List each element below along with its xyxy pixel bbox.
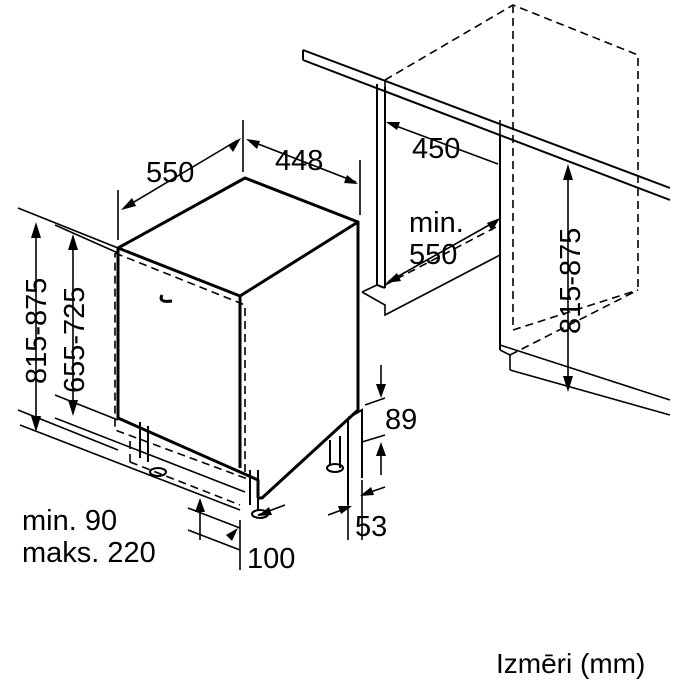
min-depth-prefix-label: min. xyxy=(409,207,464,239)
cabinet-depth-label: 450 xyxy=(412,133,460,165)
top-dimension-lines xyxy=(117,120,361,240)
plinth-max-label: maks. 220 xyxy=(22,537,156,569)
niche-height-left-label: 815-875 xyxy=(21,278,53,384)
right-dimension-lines xyxy=(386,120,573,392)
depth-label: 550 xyxy=(146,157,194,189)
width-label: 448 xyxy=(275,145,323,177)
dishwasher-body xyxy=(114,176,363,519)
plinth-top-label: 89 xyxy=(385,404,417,436)
plinth-offset-label: 100 xyxy=(247,543,295,575)
left-dimension-lines xyxy=(17,207,246,511)
plinth-bottom-label: 53 xyxy=(355,511,387,543)
plinth-min-label: min. 90 xyxy=(22,505,117,537)
panel-height-label: 655-725 xyxy=(59,287,91,393)
dimensions-unit-caption: Izmēri (mm) xyxy=(496,648,645,679)
min-depth-value-label: 550 xyxy=(409,239,457,271)
niche-height-right-label: 815-875 xyxy=(555,228,587,334)
plinth-dimension-lines xyxy=(187,365,386,570)
